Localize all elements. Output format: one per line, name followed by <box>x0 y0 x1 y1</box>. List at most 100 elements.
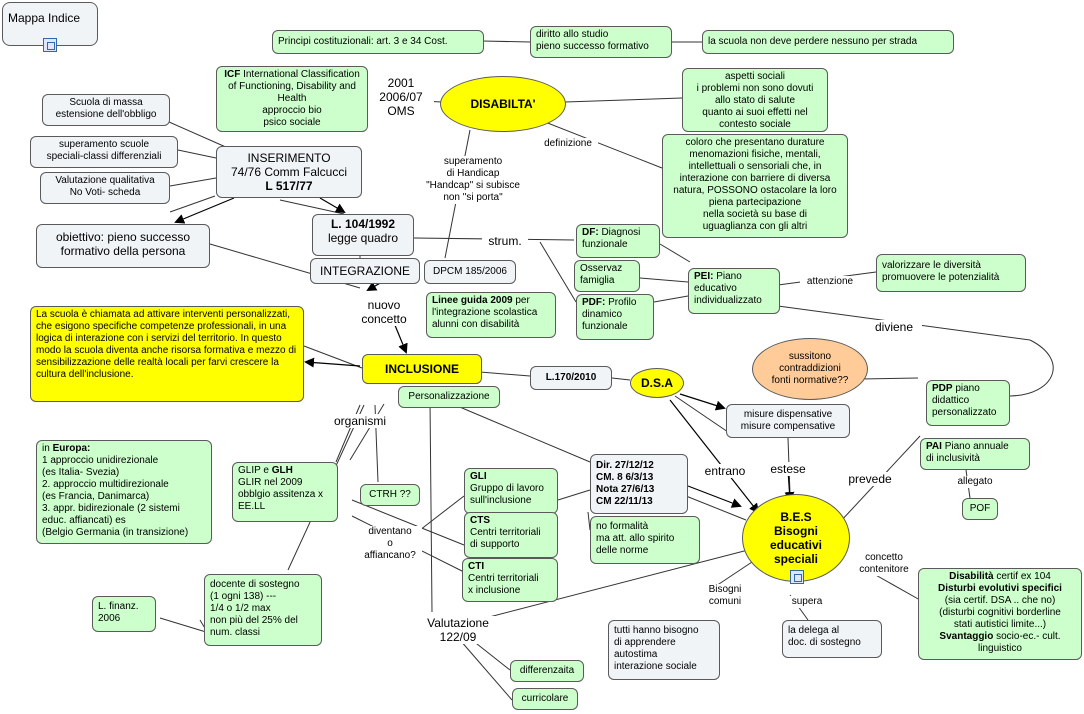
glip-title: GLH <box>271 465 293 476</box>
disab-text-3: socio-ec.- cult. linguistico <box>978 631 1061 654</box>
diviene-label: diviene <box>866 320 922 334</box>
dsa-node: D.S.A <box>630 368 684 398</box>
glip-node: GLIP e GLH GLIR nel 2009 obblgio assiten… <box>232 462 338 522</box>
diventano-label: diventano o affiancano? <box>358 526 422 562</box>
ctrh-node: CTRH ?? <box>360 484 420 506</box>
pei-node: PEI: Piano educativo individualizzato <box>688 268 780 314</box>
gli-text: Gruppo di lavoro sull'inclusione <box>470 483 544 506</box>
nuovo-concetto-label: nuovo concetto <box>352 298 416 326</box>
legge-104-text: legge quadro <box>327 231 399 245</box>
principi-node: Principi costituzionali: art. 3 e 34 Cos… <box>272 30 484 54</box>
disab-title-2: Disturbi evolutivi specifici <box>938 583 1062 594</box>
pai-title: PAI <box>926 441 942 452</box>
gli-title: GLI <box>470 471 487 482</box>
linee-guida-title: Linee guida 2009 <box>432 295 513 306</box>
pei-text: Piano educativo individualizzato <box>694 271 762 306</box>
obiettivo-node: obiettivo: pieno successo formativo dell… <box>36 224 210 268</box>
disab-title-3: Svantaggio <box>939 631 994 642</box>
df-text: Diagnosi funzionale <box>582 227 641 250</box>
submap-icon[interactable] <box>43 38 57 52</box>
glip-text-a: GLIP e <box>238 465 272 476</box>
dpcm-node: DPCM 185/2006 <box>424 260 516 284</box>
nessuno-node: la scuola non deve perdere nessuno per s… <box>702 30 954 54</box>
cti-node: CTI Centri territoriali x inclusione <box>462 558 558 602</box>
pdf-node: PDF: Profilo dinamico funzionale <box>576 294 654 340</box>
europa-title: Europa: <box>52 443 91 454</box>
df-node: DF: Diagnosi funzionale <box>576 224 660 258</box>
delega-node: la delega al doc. di sostegno <box>782 620 882 658</box>
europa-text: 1 approccio unidirezionale (es Italia- S… <box>42 455 189 538</box>
inclusione-node: INCLUSIONE <box>362 354 482 384</box>
cts-title: CTS <box>470 515 490 526</box>
valutazione-node: Valutazione qualitativa No Voti- scheda <box>40 172 170 204</box>
aspetti-node: aspetti sociali i problemi non sono dovu… <box>682 68 828 132</box>
finanz-node: L. finanz. 2006 <box>92 596 156 632</box>
strum-label: strum. <box>482 234 528 248</box>
europa-node: in Europa: 1 approccio unidirezionale (e… <box>36 440 212 544</box>
cts-text: Centri territoriali di supporto <box>470 527 541 550</box>
definizione-label: definizione <box>538 138 598 150</box>
linee-guida-node: Linee guida 2009 per l'integrazione scol… <box>426 292 556 338</box>
direttive-node: Dir. 27/12/12 CM. 8 6/3/13 Nota 27/6/13 … <box>590 454 688 514</box>
cts-node: CTS Centri territoriali di supporto <box>464 512 558 558</box>
scuola-massa-node: Scuola di massa estensione dell'obbligo <box>42 94 170 126</box>
icf-node: ICF International Classification of Func… <box>216 66 368 132</box>
submap-icon[interactable] <box>790 570 804 584</box>
attenzione-label: attenzione <box>800 276 860 288</box>
diritto-node: diritto allo studio pieno successo forma… <box>530 26 672 58</box>
valorizzare-node: valorizzare le diversità promuovere le p… <box>876 254 1026 292</box>
cti-title: CTI <box>468 561 485 572</box>
pdf-title: PDF: <box>582 297 606 308</box>
prevede-label: prevede <box>842 472 898 486</box>
pai-node: PAI Piano annuale di inclusività <box>920 438 1030 470</box>
glip-text: GLIR nel 2009 obblgio assitenza x EE.LL <box>238 477 324 512</box>
differenzaita-node: differenzaita <box>510 660 584 682</box>
pof-node: POF <box>962 498 998 520</box>
entrano-label: entrano <box>698 464 752 478</box>
legge-104-number: L. 104/1992 <box>330 217 396 231</box>
valutazione-122-label: Valutazione 122/09 <box>418 616 498 644</box>
pdp-title: PDP <box>932 383 953 394</box>
misure-node: misure dispensative misure compensative <box>726 404 850 438</box>
organismi-label: organismi <box>326 414 394 428</box>
disabilita-node: DISABILTA' <box>440 76 566 132</box>
disab-text-2: (sia certif. DSA .. che no) (disturbi co… <box>939 595 1061 630</box>
icf-text: International Classification of Function… <box>228 69 360 128</box>
europa-prefix: in <box>42 443 53 454</box>
inserimento-law: L 517/77 <box>265 179 313 193</box>
gli-node: GLI Gruppo di lavoro sull'inclusione <box>464 468 558 514</box>
pai-text: Piano annuale di inclusività <box>926 441 1009 464</box>
l170-node: L.170/2010 <box>530 366 612 390</box>
superamento-handicap-label: superamento di Handicap "Handcap" si sub… <box>418 156 528 204</box>
pdp-node: PDP piano didattico personalizzato <box>926 380 1010 426</box>
personalizzazione-node: Personalizzazione <box>398 386 500 408</box>
concetto-label: concetto contenitore <box>852 552 916 576</box>
allegato-label: allegato <box>952 476 998 488</box>
integrazione-node: INTEGRAZIONE <box>310 258 420 284</box>
bes-node: B.E.S Bisogni educativi speciali <box>742 494 850 582</box>
cti-text: Centri territoriali x inclusione <box>468 573 539 596</box>
sussitono-node: sussitono contraddizioni fonti normative… <box>752 338 868 400</box>
pdp-text: piano didattico personalizzato <box>932 383 997 418</box>
inserimento-text: INSERIMENTO 74/76 Comm Falcucci <box>230 151 348 179</box>
tutti-node: tutti hanno bisogno di apprendere autost… <box>608 620 720 680</box>
df-title: DF: <box>582 227 599 238</box>
disab-title-1: Disabilità <box>949 571 994 582</box>
coloro-node: coloro che presentano durature menomazio… <box>662 134 848 238</box>
no-formalita-node: no formalità ma att. allo spirito delle … <box>590 516 700 564</box>
oms-label: 2001 2006/07 OMS <box>368 76 434 118</box>
curricolare-node: curricolare <box>512 688 578 710</box>
linee-guida-text: per l'integrazione scolastica alunni con… <box>432 295 538 330</box>
superamento-scuole-node: superamento scuole speciali-classi diffe… <box>30 136 178 168</box>
osservaz-node: Osservaz famiglia <box>574 260 640 292</box>
bisogni-comuni-label: Bisogni comuni <box>698 584 752 608</box>
supera-label: supera <box>784 596 830 608</box>
docente-node: docente di sostegno (1 ogni 138) --- 1/4… <box>204 574 322 646</box>
pdf-text: Profilo dinamico funzionale <box>582 297 637 332</box>
scuola-chiamata-node: La scuola è chiamata ad attivare interve… <box>30 306 304 402</box>
pei-title: PEI: <box>694 271 714 282</box>
icf-title: ICF <box>224 69 241 80</box>
